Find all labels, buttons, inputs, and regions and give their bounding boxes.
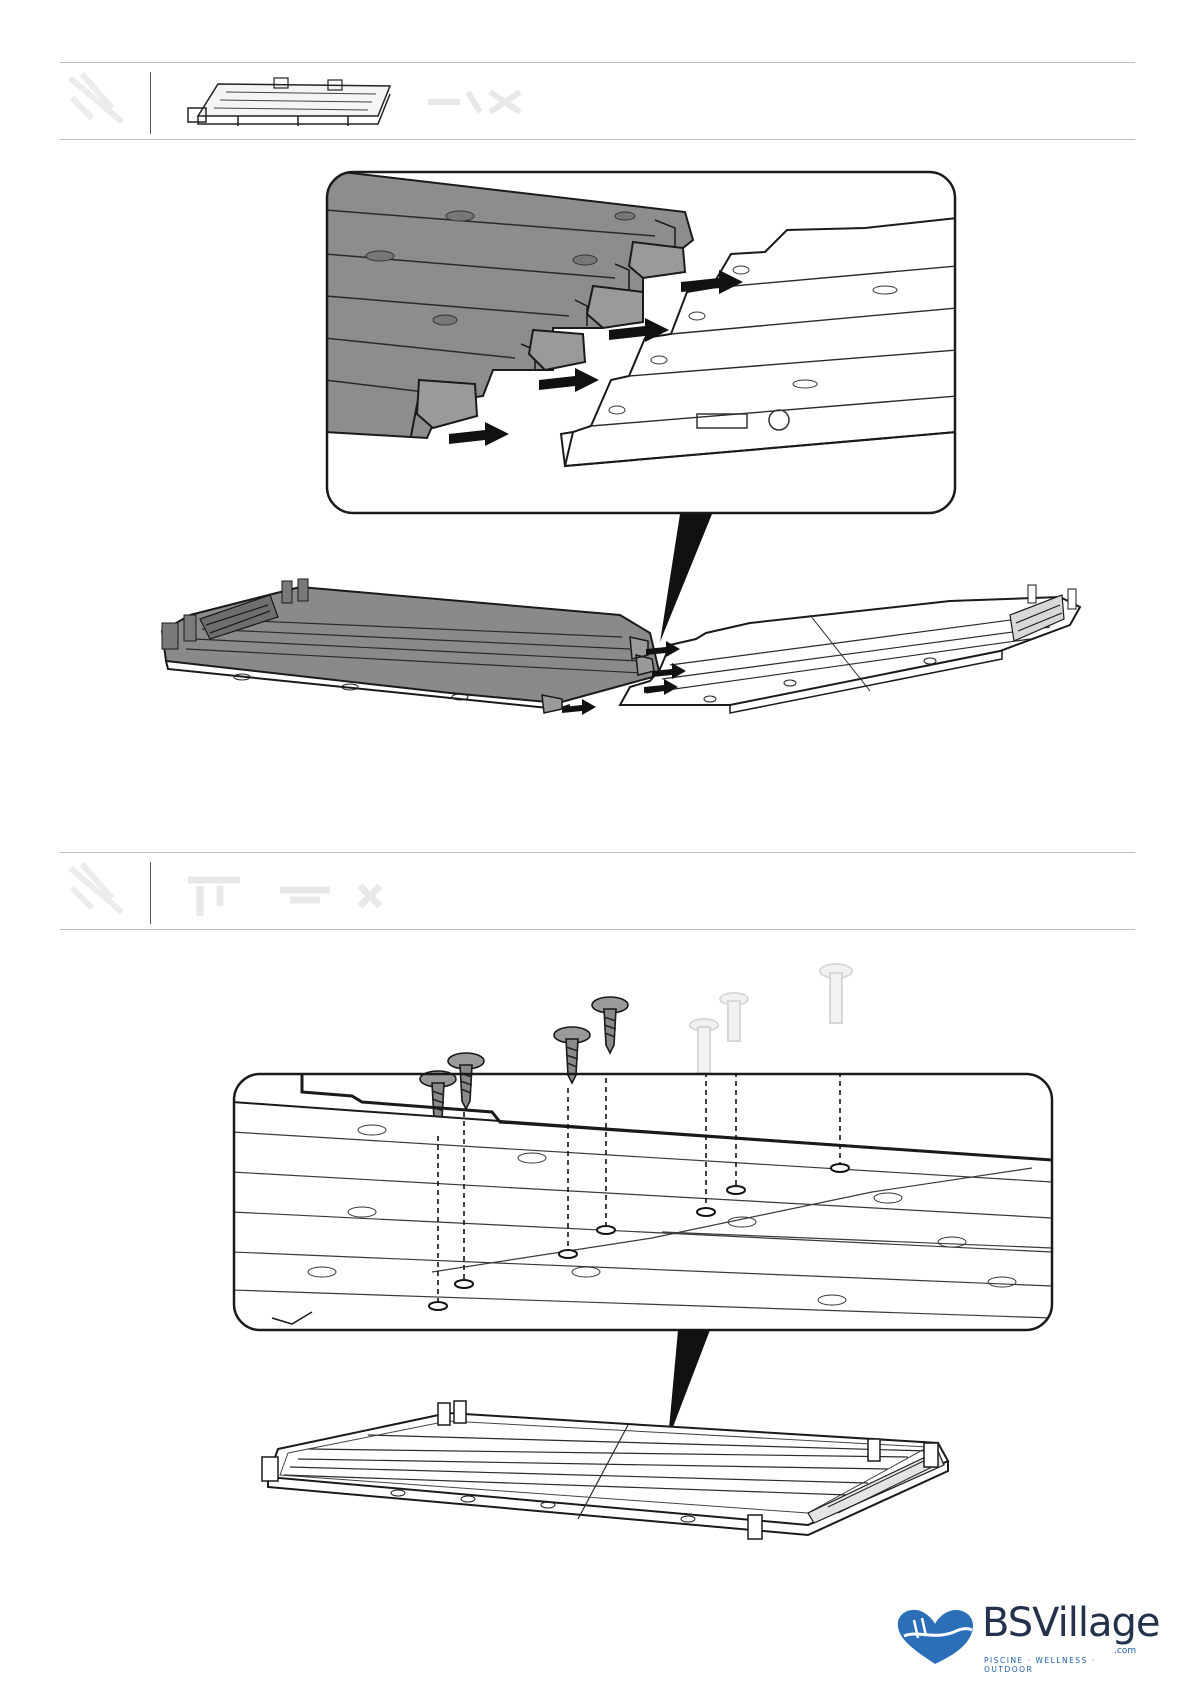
step1-bottom-rule [60, 139, 1135, 140]
step2-faint-icon [62, 858, 132, 922]
step2-assembly-illustration [248, 1395, 968, 1545]
step1-assembly-illustration [150, 575, 1090, 725]
step1-faint-icon [62, 68, 132, 132]
step1-faint-parts [420, 82, 540, 122]
step1-detail-callout [325, 170, 957, 515]
step2-top-rule [60, 852, 1135, 853]
step1-header-thumbnail [178, 72, 398, 132]
brand-name: BSVillage [982, 1600, 1159, 1646]
step2-detail-callout [232, 1072, 1054, 1332]
step1-top-rule [60, 62, 1135, 63]
brand-tagline: PISCINE · WELLNESS · OUTDOOR [984, 1656, 1144, 1674]
heart-icon [894, 1606, 976, 1666]
brand-logo[interactable]: BSVillage .com PISCINE · WELLNESS · OUTD… [894, 1600, 1144, 1672]
step1-header-separator [150, 72, 151, 134]
step2-header-separator [150, 862, 151, 924]
step2-faint-parts [180, 866, 420, 926]
brand-domain: .com [1114, 1646, 1136, 1656]
step2-bottom-rule [60, 929, 1135, 930]
